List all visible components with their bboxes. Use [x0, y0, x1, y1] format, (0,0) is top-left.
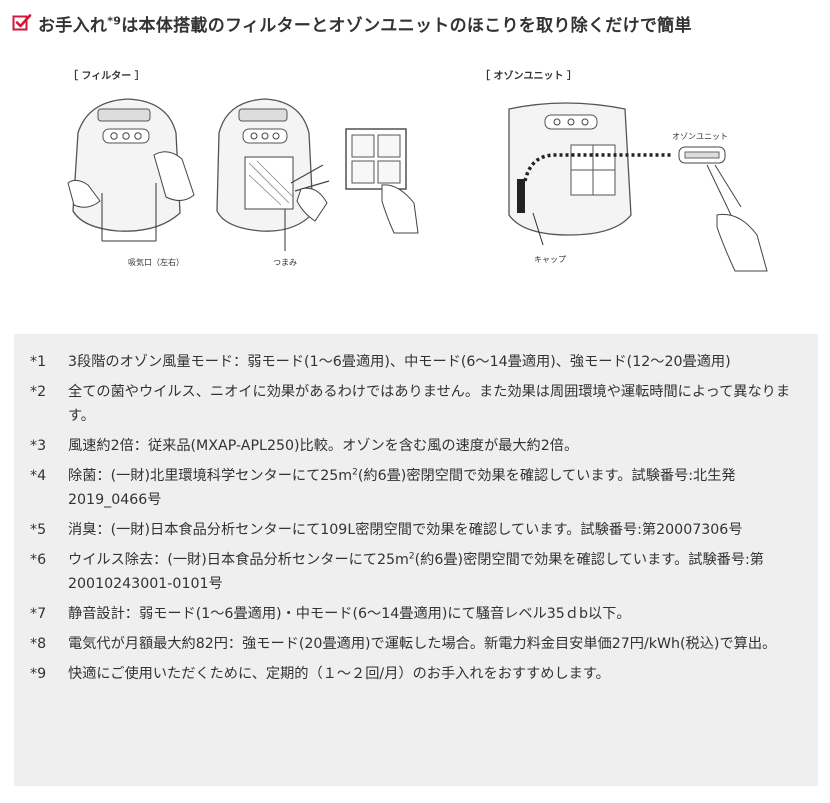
footnote-text: 電気代が月額最大約82円：強モード(20畳適用)で運転した場合。新電力料金目安単…: [68, 636, 777, 652]
footnote-number: *3: [30, 438, 47, 454]
footnote-9: *9 快適にご使用いただくために、定期的（１～２回/月）のお手入れをおすすめしま…: [30, 662, 798, 686]
footnote-3: *3 風速約2倍：従来品(MXAP-APL250)比較。オゾンを含む風の速度が最…: [30, 434, 798, 458]
ozone-unit-illustration: [508, 102, 768, 272]
footnote-number: *2: [30, 384, 47, 400]
footnote-number: *6: [30, 552, 47, 568]
footnote-1: *1 3段階のオゾン風量モード：弱モード(1～6畳適用)、中モード(6～14畳適…: [30, 350, 798, 374]
knob-label: つまみ: [273, 258, 297, 267]
footnote-text: 除菌：(一財)北里環境科学センターにて25m2(約6畳)密閉空間で効果を確認して…: [68, 467, 736, 508]
footnote-4: *4 除菌：(一財)北里環境科学センターにて25m2(約6畳)密閉空間で効果を確…: [30, 464, 798, 512]
footnote-text: 快適にご使用いただくために、定期的（１～２回/月）のお手入れをおすすめします。: [68, 666, 610, 682]
filter-section-label: ［ フィルター ］: [68, 71, 145, 82]
footnote-text: 3段階のオゾン風量モード：弱モード(1～6畳適用)、中モード(6～14畳適用)、…: [68, 354, 731, 370]
maintenance-illustrations: ［ フィルター ］ ［ オゾンユニット ］ 吸気口（左右） つまみ: [0, 55, 830, 285]
check-box-icon: [12, 14, 32, 31]
footnote-text: 静音設計：弱モード(1～6畳適用)・中モード(6～14畳適用)にて騒音レベル35…: [68, 606, 631, 622]
purifier-front-illustration: [67, 98, 195, 242]
ozone-unit-label: オゾンユニット: [672, 132, 728, 141]
footnotes-panel: *1 3段階のオゾン風量モード：弱モード(1～6畳適用)、中モード(6～14畳適…: [14, 334, 818, 786]
intake-label: 吸気口（左右）: [128, 258, 184, 267]
footnote-8: *8 電気代が月額最大約82円：強モード(20畳適用)で運転した場合。新電力料金…: [30, 632, 798, 656]
footnote-number: *8: [30, 636, 47, 652]
footnote-7: *7 静音設計：弱モード(1～6畳適用)・中モード(6～14畳適用)にて騒音レベ…: [30, 602, 798, 626]
footnote-text: 消臭：(一財)日本食品分析センターにて109L密閉空間で効果を確認しています。試…: [68, 522, 743, 538]
footnote-2: *2 全ての菌やウイルス、ニオイに効果があるわけではありません。また効果は周囲環…: [30, 380, 798, 428]
cap-label: キャップ: [534, 255, 566, 264]
footnote-6: *6 ウイルス除去：(一財)日本食品分析センターにて25m2(約6畳)密閉空間で…: [30, 548, 798, 596]
page-title: お手入れ*9は本体搭載のフィルターとオゾンユニットのほこりを取り除くだけで簡単: [38, 13, 692, 36]
footnote-number: *5: [30, 522, 47, 538]
footnote-text: 風速約2倍：従来品(MXAP-APL250)比較。オゾンを含む風の速度が最大約2…: [68, 438, 579, 454]
footnote-text: 全ての菌やウイルス、ニオイに効果があるわけではありません。また効果は周囲環境や運…: [68, 384, 791, 424]
footnote-number: *1: [30, 354, 47, 370]
footnote-number: *9: [30, 666, 47, 682]
footnote-5: *5 消臭：(一財)日本食品分析センターにて109L密閉空間で効果を確認していま…: [30, 518, 798, 542]
filter-pull-illustration: [216, 98, 330, 251]
section-header: お手入れ*9は本体搭載のフィルターとオゾンユニットのほこりを取り除くだけで簡単: [12, 8, 822, 38]
footnote-number: *4: [30, 468, 47, 484]
filter-panel-illustration: [345, 128, 419, 234]
footnote-number: *7: [30, 606, 47, 622]
footnote-text: ウイルス除去：(一財)日本食品分析センターにて25m2(約6畳)密閉空間で効果を…: [68, 551, 764, 592]
ozone-section-label: ［ オゾンユニット ］: [480, 71, 577, 82]
